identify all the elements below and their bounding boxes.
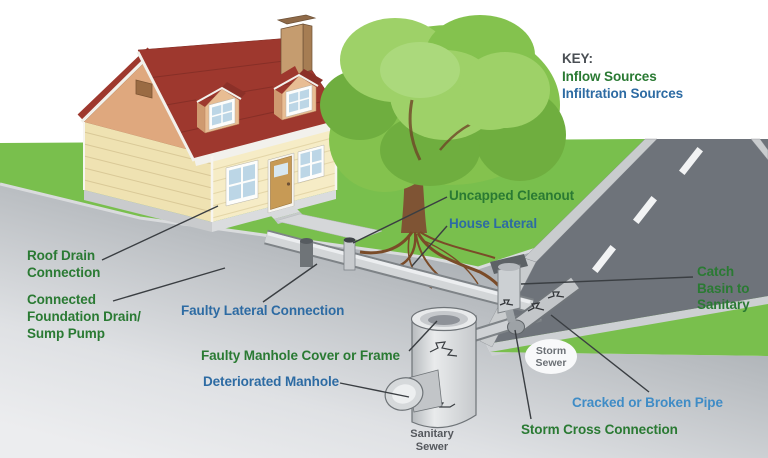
front-door	[267, 152, 295, 214]
catch-basin	[490, 254, 528, 323]
walkway	[275, 213, 383, 241]
road-lane-markings	[592, 147, 703, 273]
key-inflow-sources: Inflow Sources	[562, 69, 657, 84]
leader-house-lateral	[411, 225, 448, 267]
key-title: KEY:	[562, 51, 593, 66]
uncapped-cleanout-pipe	[343, 237, 356, 271]
front-window-2	[297, 144, 325, 184]
label-faulty-manhole-cover: Faulty Manhole Cover or Frame	[201, 348, 400, 363]
eave-fascia	[194, 118, 348, 166]
chimney	[276, 14, 317, 81]
leader-storm-cross	[514, 329, 532, 420]
faulty-connection-stub	[300, 238, 313, 267]
manhole-stub-pipe	[384, 369, 443, 413]
sanitary-sewer-caption: Sanitary Sewer	[410, 428, 454, 453]
leader-roof-drain	[101, 205, 219, 261]
dormer-1	[193, 79, 246, 134]
leader-catch-basin	[520, 276, 694, 285]
label-faulty-lateral-connection: Faulty Lateral Connection	[181, 303, 345, 318]
label-house-lateral: House Lateral	[449, 216, 537, 231]
leader-uncapped-cleanout	[352, 196, 448, 244]
tree-canopy	[320, 15, 566, 192]
soil-cut-edge	[0, 182, 546, 270]
underground-cross-section	[0, 182, 768, 458]
leader-cracked-pipe	[550, 314, 650, 393]
leader-deteriorated-manhole	[339, 382, 410, 398]
side-foundation	[84, 190, 212, 232]
storm-sewer-badge: Storm Sewer	[525, 339, 577, 374]
leader-foundation-drain	[112, 267, 226, 302]
leader-faulty-manhole	[408, 320, 438, 352]
label-catch-basin-to-sanitary: Catch Basin to Sanitary	[697, 264, 750, 312]
leader-lines	[101, 196, 694, 420]
pipe-crack-marks	[499, 291, 565, 312]
label-cracked-or-broken-pipe: Cracked or Broken Pipe	[572, 395, 723, 410]
leader-faulty-lateral	[262, 263, 318, 303]
front-window-1	[225, 159, 259, 207]
dormer-2	[270, 66, 323, 121]
label-uncapped-cleanout: Uncapped Cleanout	[449, 188, 575, 203]
label-connected-foundation-drain: Connected Foundation Drain/ Sump Pump	[27, 292, 141, 341]
label-storm-cross-connection: Storm Cross Connection	[521, 422, 678, 437]
label-deteriorated-manhole: Deteriorated Manhole	[203, 374, 340, 389]
tree	[320, 15, 566, 301]
storm-sewer-pipe	[507, 276, 581, 335]
label-roof-drain-connection: Roof Drain Connection	[27, 248, 101, 280]
attic-vent	[135, 79, 153, 99]
key-infiltration-sources: Infiltration Sources	[562, 86, 684, 101]
house	[77, 14, 383, 241]
